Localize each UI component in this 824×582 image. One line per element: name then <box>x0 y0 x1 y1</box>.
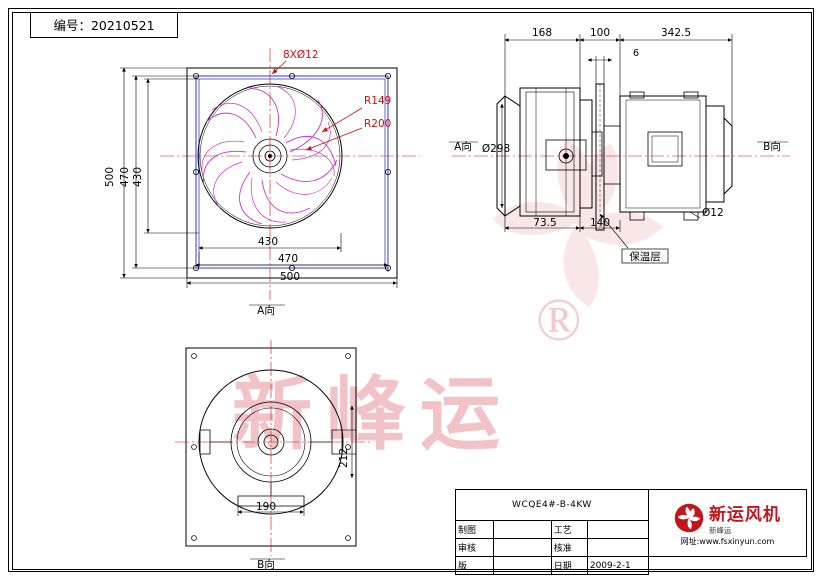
drawing-code-text: 编号：20210521 <box>53 18 155 33</box>
dim-100: 100 <box>590 27 610 39</box>
dim-dia-12: Ø12 <box>702 207 724 219</box>
page-border-outer <box>8 8 814 572</box>
row-value2-2: 2009-2-1 <box>586 556 649 575</box>
side-view: 168 100 342.5 6 Ø298 A向 B向 Ø12 <box>449 27 790 264</box>
row-label2-1: 核准 <box>550 538 588 557</box>
front-view-label: A向 <box>257 304 275 317</box>
row-label-1: 审核 <box>455 538 494 557</box>
front-view: 8XØ12 R149 R200 500 470 430 <box>104 48 420 317</box>
dim-left-470: 470 <box>119 167 131 187</box>
side-view-left-label: A向 <box>454 140 472 153</box>
drawing-code-box: 编号：20210521 <box>30 12 178 38</box>
dim-6: 6 <box>633 48 639 59</box>
row-value2-1 <box>586 538 649 557</box>
row-value2-0 <box>586 520 649 539</box>
dim-bottom-470: 470 <box>278 253 298 265</box>
dim-73-5: 73.5 <box>533 217 556 229</box>
row-value-0 <box>492 520 552 539</box>
row-label2-2: 日期 <box>550 556 588 575</box>
dim-140: 140 <box>590 217 610 229</box>
brand-website: 网址:www.fsxinyun.com <box>680 536 775 546</box>
dim-bolt-note: 8XØ12 <box>283 49 319 61</box>
dim-bottom-500: 500 <box>280 271 300 283</box>
row-value-2 <box>492 556 552 575</box>
page-border-inner <box>12 12 812 570</box>
title-block: WCQE4#-B-4KW <box>455 489 808 575</box>
dim-bottom-430: 430 <box>258 236 278 248</box>
brand-sub: 新峰运 <box>708 525 732 535</box>
dim-left-500: 500 <box>104 167 116 187</box>
row-label-0: 制图 <box>455 520 494 539</box>
model-cell: WCQE4#-B-4KW <box>455 489 649 521</box>
insulation-note: 保温层 <box>629 250 661 263</box>
dim-168: 168 <box>532 27 552 39</box>
dim-212: 212 <box>338 448 350 468</box>
brand-cell: 新运风机 新峰运 网址:www.fsxinyun.com <box>647 489 808 557</box>
row-label2-0: 工艺 <box>550 520 588 539</box>
side-view-right-label: B向 <box>763 140 781 153</box>
brand-name: 新运风机 <box>708 504 781 525</box>
rear-view: 190 212 B向 <box>175 340 372 571</box>
dim-dia-298: Ø298 <box>482 143 510 155</box>
row-value-1 <box>492 538 552 557</box>
dim-r149: R149 <box>364 95 391 107</box>
dim-190: 190 <box>256 501 276 513</box>
dim-342-5: 342.5 <box>661 27 691 39</box>
rear-view-label: B向 <box>257 558 275 571</box>
brand-fan-icon <box>674 503 704 532</box>
row-label-2: 版 <box>455 556 494 575</box>
dim-r200: R200 <box>364 118 391 130</box>
dim-left-430: 430 <box>132 167 144 187</box>
